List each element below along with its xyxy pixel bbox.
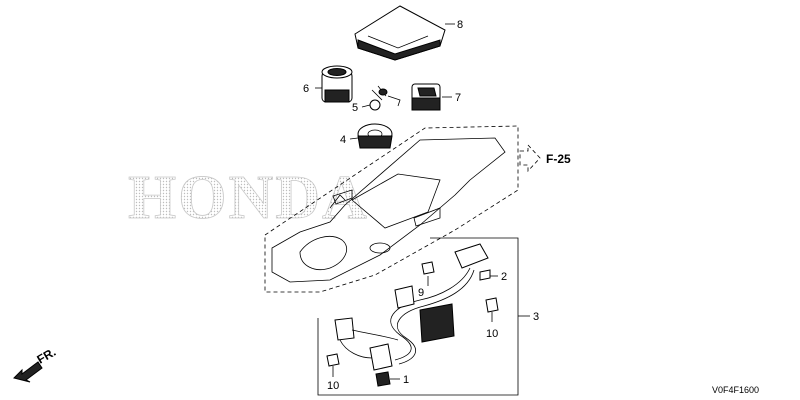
callout-7: 7 bbox=[455, 92, 461, 104]
callout-6: 6 bbox=[303, 83, 309, 95]
callout-10-right: 10 bbox=[486, 328, 498, 340]
part-6-socket bbox=[321, 65, 353, 103]
honda-watermark: HONDA bbox=[128, 164, 369, 232]
reference-label: F-25 bbox=[546, 152, 571, 166]
wire-harness bbox=[317, 237, 519, 396]
reference-arrow bbox=[519, 143, 541, 173]
part-4-knob bbox=[357, 123, 393, 149]
callout-4: 4 bbox=[340, 134, 346, 146]
part-1-connector bbox=[375, 371, 391, 387]
part-8-lid bbox=[354, 5, 446, 61]
callout-3: 3 bbox=[533, 311, 539, 323]
callout-10-left: 10 bbox=[327, 380, 339, 392]
callout-5: 5 bbox=[352, 102, 358, 114]
callout-9: 9 bbox=[418, 287, 424, 299]
diagram-code: V0F4F1600 bbox=[712, 385, 759, 395]
part-10-clip-left bbox=[326, 353, 340, 367]
console-panel bbox=[264, 125, 519, 293]
callout-2: 2 bbox=[501, 271, 507, 283]
callout-8: 8 bbox=[457, 19, 463, 31]
part-2-clip bbox=[479, 269, 491, 281]
part-9-clip bbox=[421, 261, 435, 275]
part-7-switch bbox=[411, 83, 441, 111]
part-5-clip bbox=[369, 85, 401, 111]
part-10-clip-right bbox=[485, 297, 499, 313]
front-arrow bbox=[13, 361, 43, 383]
leader-lines bbox=[315, 23, 530, 380]
callout-1: 1 bbox=[403, 374, 409, 386]
